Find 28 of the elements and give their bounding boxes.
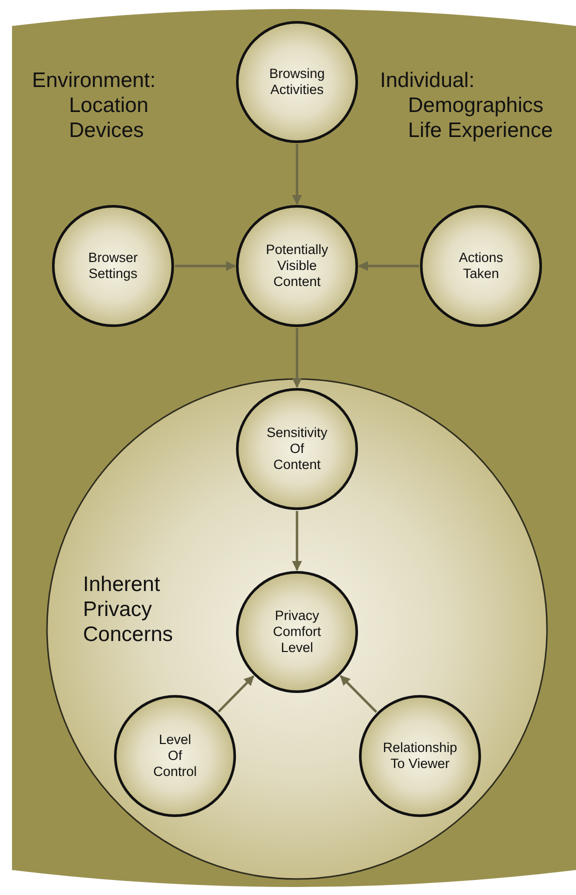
arrow bbox=[292, 144, 302, 205]
heading-text: Individual: Demographics Life Experience bbox=[380, 68, 554, 143]
heading-text: Inherent Privacy Concerns bbox=[83, 572, 174, 647]
node-label: Sensitivity Of Content bbox=[266, 425, 328, 473]
concern-circle bbox=[46, 378, 548, 880]
factor-circle bbox=[236, 388, 358, 510]
arrow bbox=[292, 511, 302, 571]
factor-circle bbox=[52, 205, 174, 327]
arrow bbox=[340, 675, 378, 713]
arrow bbox=[358, 260, 419, 272]
factor-circle bbox=[114, 695, 236, 817]
arrow bbox=[175, 260, 236, 272]
factor-circle bbox=[420, 205, 542, 327]
node-label: Relationship To Viewer bbox=[382, 740, 458, 772]
arrow bbox=[292, 328, 302, 388]
factor-circle bbox=[236, 571, 358, 693]
node-label: Actions Taken bbox=[458, 250, 504, 282]
background-panel bbox=[12, 8, 576, 888]
node-label: Browser Settings bbox=[88, 250, 138, 282]
node-label: Browsing Activities bbox=[269, 66, 325, 98]
factor-circle bbox=[359, 695, 481, 817]
node-label: Potentially Visible Content bbox=[266, 242, 328, 290]
arrow bbox=[218, 675, 254, 713]
factor-circle bbox=[236, 205, 358, 327]
factor-circle bbox=[236, 21, 358, 143]
node-label: Level Of Control bbox=[153, 732, 197, 780]
heading-text: Environment: Location Devices bbox=[32, 68, 157, 143]
node-label: Privacy Comfort Level bbox=[273, 608, 321, 656]
